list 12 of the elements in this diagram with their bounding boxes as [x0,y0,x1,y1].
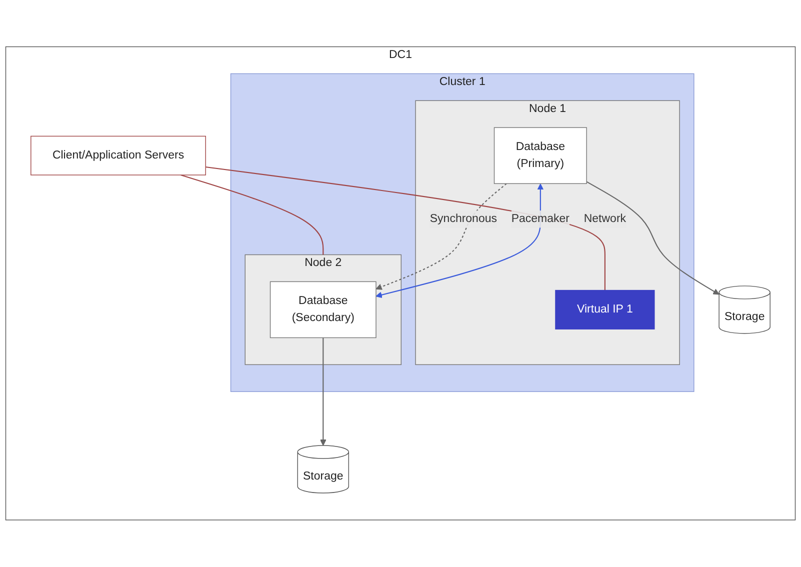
node-box: Database (Secondary) [270,281,376,338]
node-box: Database (Primary) [494,127,587,184]
arrow [376,183,507,290]
edge-label: Synchronous [430,212,497,226]
connector [180,174,324,255]
edge-label: Pacemaker [511,212,570,226]
edge-label: Network [584,212,626,226]
arrow [586,181,720,295]
arrow [376,184,544,298]
node-box: Client/Application Servers [30,136,206,176]
arrow [320,338,326,446]
node-box: Virtual IP 1 [555,290,655,330]
